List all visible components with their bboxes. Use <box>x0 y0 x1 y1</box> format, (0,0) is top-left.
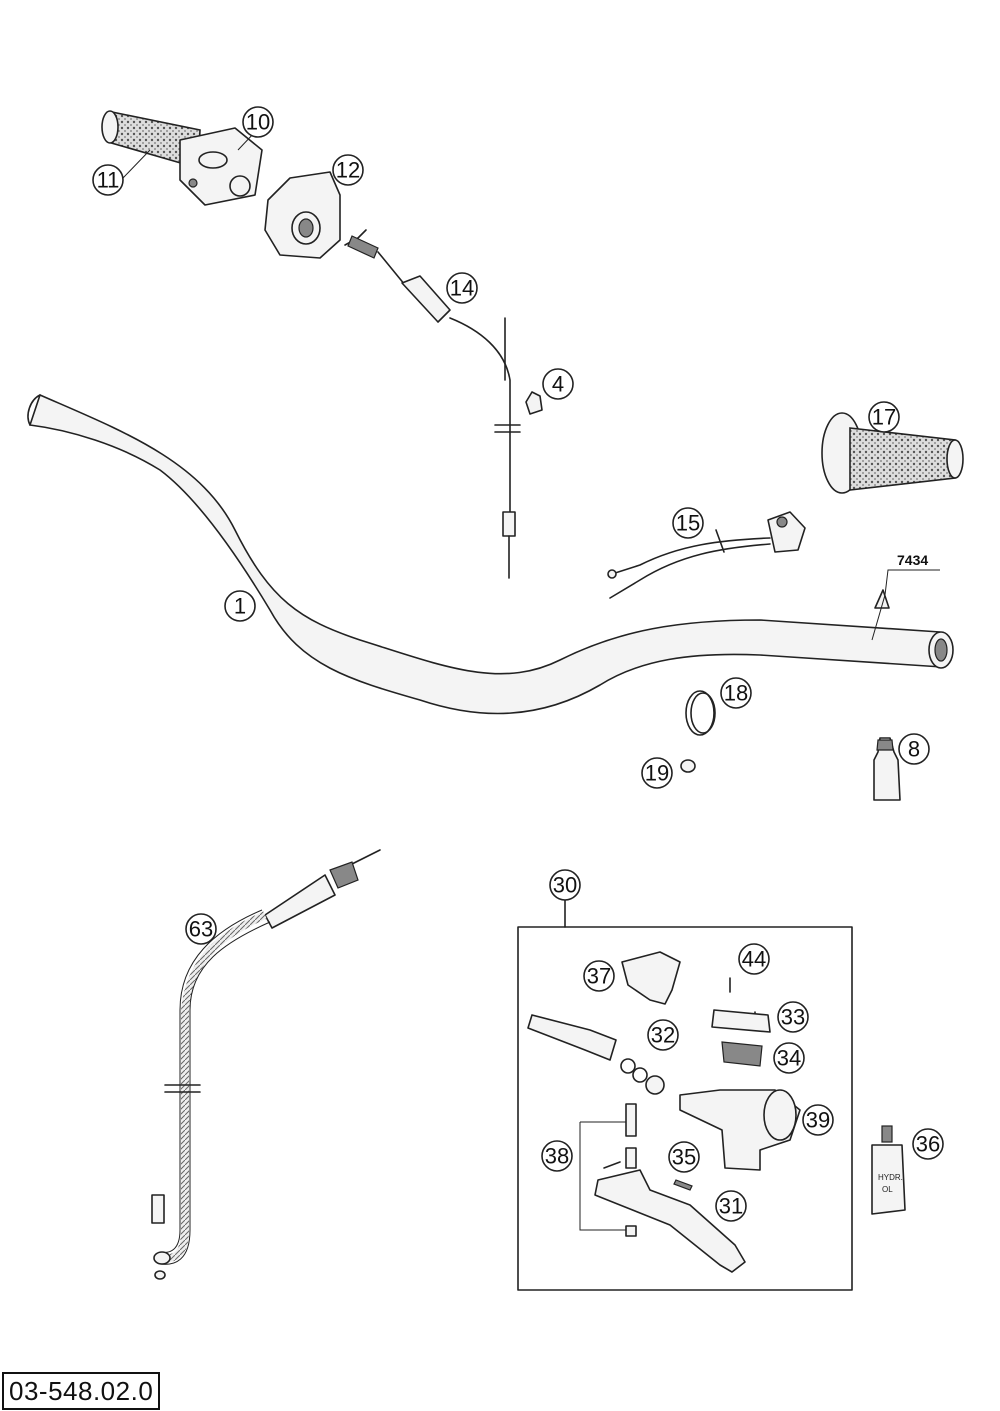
reference-marker <box>871 569 940 641</box>
callout-63: 63 <box>185 913 217 945</box>
svg-text:19: 19 <box>645 761 669 786</box>
clamp-ring-part <box>685 690 716 736</box>
svg-text:33: 33 <box>781 1005 805 1030</box>
callout-4: 4 <box>542 368 574 400</box>
svg-text:35: 35 <box>672 1145 696 1170</box>
callout-1: 1 <box>224 590 256 622</box>
callout-11: 11 <box>92 164 124 196</box>
svg-text:10: 10 <box>246 110 270 135</box>
svg-text:44: 44 <box>742 947 766 972</box>
svg-text:36: 36 <box>916 1132 940 1157</box>
callout-35: 35 <box>668 1141 700 1173</box>
svg-text:1: 1 <box>234 594 246 619</box>
callout-33: 33 <box>777 1001 809 1033</box>
svg-text:30: 30 <box>553 873 577 898</box>
svg-text:15: 15 <box>676 511 700 536</box>
callout-44: 44 <box>738 943 770 975</box>
callout-34: 34 <box>773 1042 805 1074</box>
svg-text:18: 18 <box>724 681 748 706</box>
svg-text:63: 63 <box>189 917 213 942</box>
bottle-label: OL <box>882 1185 893 1194</box>
throttle-cable-part <box>344 229 521 579</box>
handlebar-part <box>27 394 954 715</box>
callout-36: 36 <box>912 1128 944 1160</box>
kill-switch-part <box>607 511 806 599</box>
brake-line-part <box>151 849 381 1280</box>
svg-text:37: 37 <box>587 964 611 989</box>
svg-text:38: 38 <box>545 1144 569 1169</box>
document-number: 03-548.02.0 <box>2 1372 161 1410</box>
reference-code: 7434 <box>897 552 928 568</box>
bottle-label: HYDR. <box>878 1173 903 1182</box>
svg-text:8: 8 <box>908 737 920 762</box>
callout-30: 30 <box>549 869 581 901</box>
svg-text:12: 12 <box>336 158 360 183</box>
callout-32: 32 <box>647 1019 679 1051</box>
svg-text:39: 39 <box>806 1108 830 1133</box>
callout-18: 18 <box>720 677 752 709</box>
svg-text:32: 32 <box>651 1023 675 1048</box>
callout-8: 8 <box>898 733 930 765</box>
hydraulic-oil-part: HYDR. OL <box>871 1125 906 1215</box>
svg-text:14: 14 <box>450 276 474 301</box>
throttle-grip-part <box>101 110 263 206</box>
svg-text:34: 34 <box>777 1046 801 1071</box>
svg-text:31: 31 <box>719 1194 743 1219</box>
svg-text:4: 4 <box>552 372 564 397</box>
callout-31: 31 <box>715 1190 747 1222</box>
grip-glue-part <box>873 737 901 801</box>
callout-37: 37 <box>583 960 615 992</box>
throttle-cover-part <box>264 171 341 259</box>
left-grip-part <box>821 412 964 494</box>
callout-12: 12 <box>332 154 364 186</box>
callout-38: 38 <box>541 1140 573 1172</box>
callout-10: 10 <box>242 106 274 138</box>
callout-15: 15 <box>672 507 704 539</box>
callout-19: 19 <box>641 757 673 789</box>
callout-14: 14 <box>446 272 478 304</box>
master-cylinder-assembly-part <box>517 899 853 1291</box>
callout-39: 39 <box>802 1104 834 1136</box>
svg-text:11: 11 <box>97 168 120 193</box>
nut-part <box>680 759 696 773</box>
cable-cap-part <box>525 391 543 415</box>
svg-text:17: 17 <box>872 405 896 430</box>
callout-17: 17 <box>868 401 900 433</box>
